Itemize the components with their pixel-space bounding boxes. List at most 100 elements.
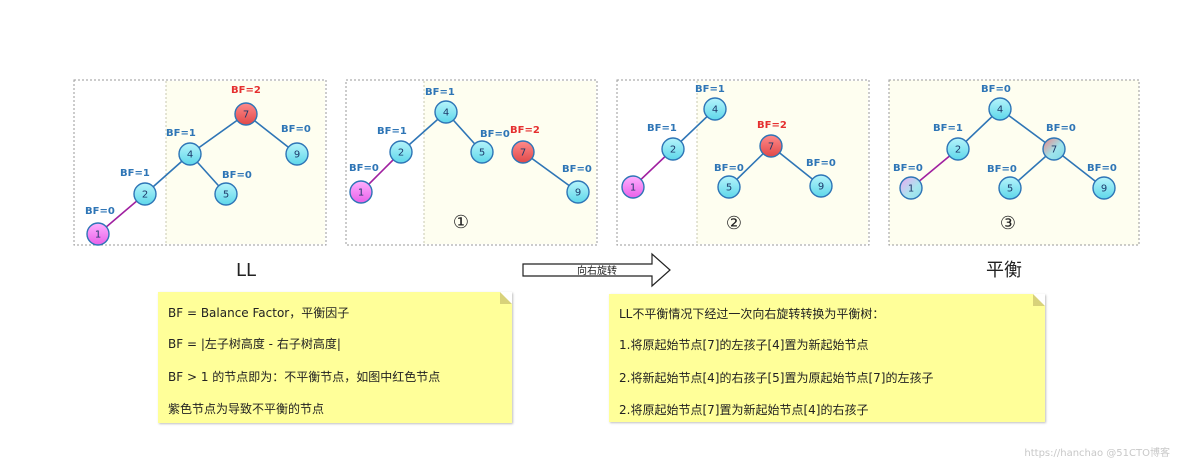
arrow-label: 向右旋转 [577, 264, 617, 277]
node-circle [946, 137, 970, 161]
tree-node: 5 [214, 182, 238, 206]
note-line: 2.将原起始节点[7]置为新起始节点[4]的右孩子 [619, 403, 869, 417]
node-label: 2 [142, 190, 148, 201]
node-label: 7 [243, 110, 249, 121]
node-circle [899, 176, 923, 200]
bf-label: BF=0 [281, 124, 311, 135]
tree-node: 2 [389, 140, 413, 164]
node-circle [621, 175, 645, 199]
bf-label: BF=1 [425, 87, 455, 98]
tree-node: 7 [511, 140, 535, 164]
tree-node: 9 [1092, 176, 1116, 200]
bf-label: BF=0 [893, 163, 923, 174]
node-label: 1 [358, 188, 364, 199]
node-circle [809, 174, 833, 198]
note-fold-corner [500, 292, 512, 304]
node-circle [285, 142, 309, 166]
node-label: 4 [187, 150, 193, 161]
bf-label: BF=0 [1046, 123, 1076, 134]
note-ll-rotation-steps: LL不平衡情况下经过一次向右旋转转换为平衡树： 1.将原起始节点[7]的左孩子[… [609, 294, 1045, 422]
node-label: 5 [1007, 184, 1013, 195]
node-label: 7 [1051, 145, 1057, 156]
bf-label: BF=0 [714, 163, 744, 174]
note-line: BF = |左子树高度 - 右子树高度| [168, 337, 341, 351]
tree-node: 9 [566, 180, 590, 204]
step-marker-3: ③ [1000, 213, 1016, 234]
node-circle [214, 182, 238, 206]
bf-label: BF=0 [562, 164, 592, 175]
bf-label: BF=1 [120, 168, 150, 179]
tree-node: 9 [285, 142, 309, 166]
tree-node: 4 [434, 100, 458, 124]
node-label: 4 [712, 105, 718, 116]
bf-label: BF=1 [377, 126, 407, 137]
tree-node: 1 [899, 176, 923, 200]
bf-label: BF=0 [222, 170, 252, 181]
node-circle [717, 175, 741, 199]
step-marker-2: ② [726, 213, 742, 234]
node-circle [349, 180, 373, 204]
tree-node: 7 [759, 134, 783, 158]
node-label: 2 [955, 145, 961, 156]
note-line: BF = Balance Factor，平衡因子 [168, 306, 350, 320]
node-label: 7 [768, 142, 774, 153]
node-circle [133, 182, 157, 206]
node-label: 1 [630, 183, 636, 194]
note-line: LL不平衡情况下经过一次向右旋转转换为平衡树： [619, 307, 885, 321]
bf-label: BF=1 [647, 123, 677, 134]
tree-node: 9 [809, 174, 833, 198]
bf-label: BF=0 [806, 158, 836, 169]
node-circle [470, 140, 494, 164]
tree-node: 7 [1042, 137, 1066, 161]
panel-step3-frame [888, 79, 1140, 246]
rotate-right-arrow: 向右旋转 [522, 252, 671, 288]
watermark: https://hanchao @51CTO博客 [1024, 448, 1170, 459]
node-label: 2 [398, 148, 404, 159]
note-line: 1.将原起始节点[7]的左孩子[4]置为新起始节点 [619, 338, 869, 352]
node-label: 4 [443, 108, 449, 119]
tree-node: 4 [178, 142, 202, 166]
node-circle [434, 100, 458, 124]
node-label: 2 [670, 145, 676, 156]
node-circle [234, 102, 258, 126]
node-label: 1 [95, 230, 101, 241]
bf-label: BF=0 [987, 164, 1017, 175]
bf-label: BF=0 [480, 129, 510, 140]
tree-node: 2 [661, 137, 685, 161]
tree-node: 2 [133, 182, 157, 206]
note-fold-corner [1033, 294, 1045, 306]
node-label: 9 [294, 150, 300, 161]
node-circle [389, 140, 413, 164]
node-label: 1 [908, 184, 914, 195]
tree-node: 1 [621, 175, 645, 199]
bf-label: BF=0 [349, 163, 379, 174]
step-marker-1: ① [453, 212, 469, 233]
node-circle [566, 180, 590, 204]
node-label: 5 [223, 190, 229, 201]
note-line: BF > 1 的节点即为：不平衡节点，如图中红色节点 [168, 370, 441, 384]
bf-label: BF=1 [695, 84, 725, 95]
node-circle [511, 140, 535, 164]
ll-label: LL [236, 260, 256, 281]
tree-node: 7 [234, 102, 258, 126]
bf-label: BF=0 [981, 84, 1011, 95]
tree-node: 5 [998, 176, 1022, 200]
bf-label: BF=1 [166, 128, 196, 139]
tree-node: 5 [717, 175, 741, 199]
node-label: 5 [479, 148, 485, 159]
balanced-label: 平衡 [986, 260, 1022, 281]
node-circle [178, 142, 202, 166]
note-balance-factor: BF = Balance Factor，平衡因子 BF = |左子树高度 - 右… [158, 292, 512, 423]
note-line: 2.将新起始节点[4]的右孩子[5]置为原起始节点[7]的左孩子 [619, 371, 934, 385]
node-circle [998, 176, 1022, 200]
bf-labels: BF=2 BF=1 BF=0 BF=1 BF=0 BF=0 BF=1 BF=1 … [85, 84, 1117, 217]
node-label: 4 [997, 105, 1003, 116]
bf-label: BF=2 [757, 120, 787, 131]
bf-label: BF=2 [510, 125, 540, 136]
tree-node: 2 [946, 137, 970, 161]
bf-label: BF=1 [933, 123, 963, 134]
node-label: 5 [726, 183, 732, 194]
node-circle [988, 97, 1012, 121]
bf-label: BF=0 [1087, 163, 1117, 174]
